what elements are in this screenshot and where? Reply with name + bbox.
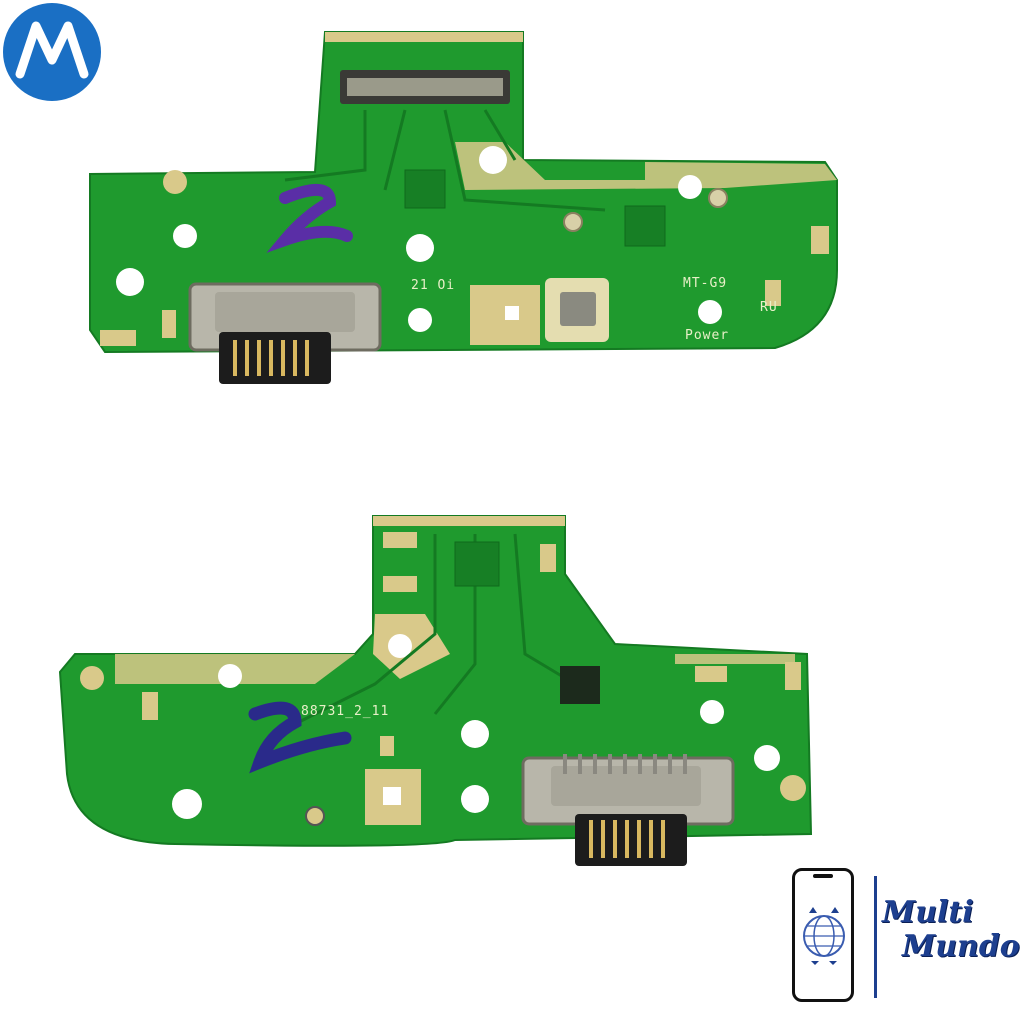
- brand-name-multi: Multi: [882, 895, 974, 930]
- globe-icon: [803, 907, 845, 965]
- charging-board-bottom: 88731_2_11: [55, 514, 815, 870]
- pcb-label-serial: 88731_2_11: [301, 704, 390, 719]
- phone-icon: [792, 868, 854, 1002]
- motorola-logo-icon: [3, 3, 101, 101]
- brand-divider: [874, 876, 877, 998]
- pcb-bottom-image: [58, 515, 813, 866]
- pcb-label-ru: RU: [760, 300, 778, 315]
- charging-board-top: MT-G9 RU Power 21 Oi: [85, 30, 840, 390]
- pcb-label-model: MT-G9: [683, 276, 728, 291]
- pcb-label-code: 21 Oi: [411, 278, 456, 293]
- multi-mundo-logo: Multi Mundo: [788, 868, 1024, 1008]
- pcb-top-image: [89, 31, 838, 384]
- brand-name-mundo: Mundo: [902, 929, 1020, 964]
- pcb-label-power: Power: [685, 328, 730, 343]
